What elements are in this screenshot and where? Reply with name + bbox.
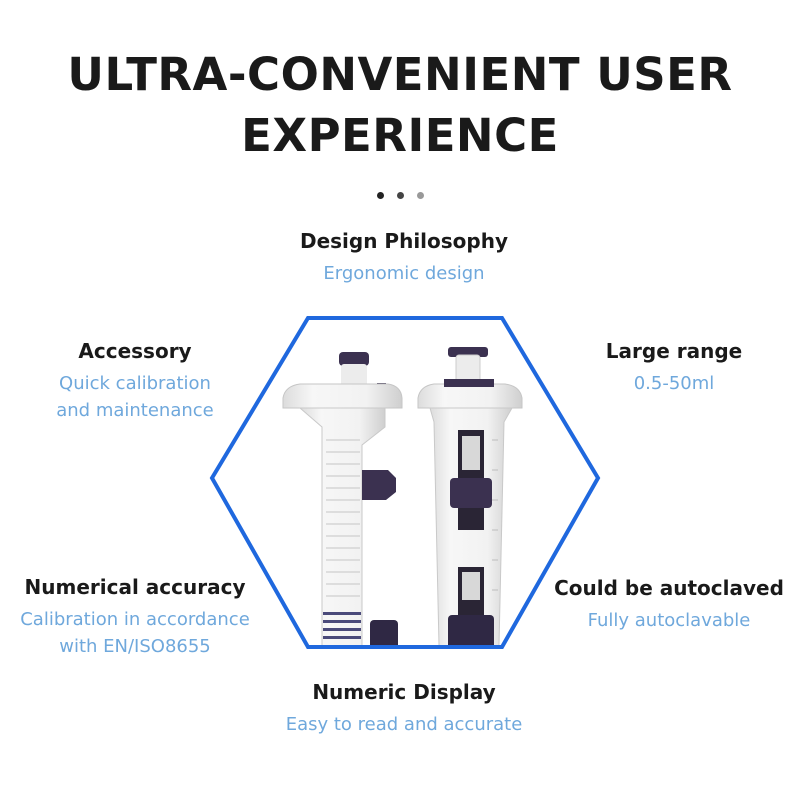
feature-text: Quick calibration (59, 373, 211, 394)
pipette-left (282, 352, 403, 647)
carousel-dot-1[interactable] (377, 192, 384, 199)
feature-accessory: Accessory Quick calibration and maintena… (10, 338, 260, 424)
feature-title: Could be autoclaved (554, 576, 784, 600)
pipette-photo (282, 347, 523, 647)
feature-title: Numerical accuracy (24, 575, 246, 599)
feature-text: with EN/ISO8655 (59, 636, 211, 657)
feature-numeric-display: Numeric Display Easy to read and accurat… (204, 679, 604, 738)
feature-numerical-accuracy: Numerical accuracy Calibration in accord… (0, 574, 270, 660)
feature-text: 0.5-50ml (633, 373, 715, 394)
feature-title: Numeric Display (312, 680, 496, 704)
hexagon-frame (209, 316, 601, 649)
feature-design-philosophy: Design Philosophy Ergonomic design (204, 228, 604, 287)
headline-line-2: EXPERIENCE (241, 109, 559, 162)
feature-text: Calibration in accordance (20, 609, 250, 630)
feature-text: and maintenance (56, 400, 214, 421)
pipette-right (417, 347, 523, 647)
headline-line-1: ULTRA-CONVENIENT USER (67, 48, 733, 101)
feature-text: Easy to read and accurate (285, 714, 523, 735)
feature-title: Large range (605, 339, 743, 363)
feature-text: Ergonomic design (323, 263, 485, 284)
carousel-dot-3[interactable] (417, 192, 424, 199)
carousel-dot-2[interactable] (397, 192, 404, 199)
feature-title: Design Philosophy (299, 229, 509, 253)
feature-large-range: Large range 0.5-50ml (574, 338, 774, 397)
feature-text: Fully autoclavable (587, 610, 751, 631)
feature-title: Accessory (78, 339, 192, 363)
carousel-indicator[interactable] (373, 192, 433, 202)
feature-autoclaved: Could be autoclaved Fully autoclavable (546, 575, 792, 634)
